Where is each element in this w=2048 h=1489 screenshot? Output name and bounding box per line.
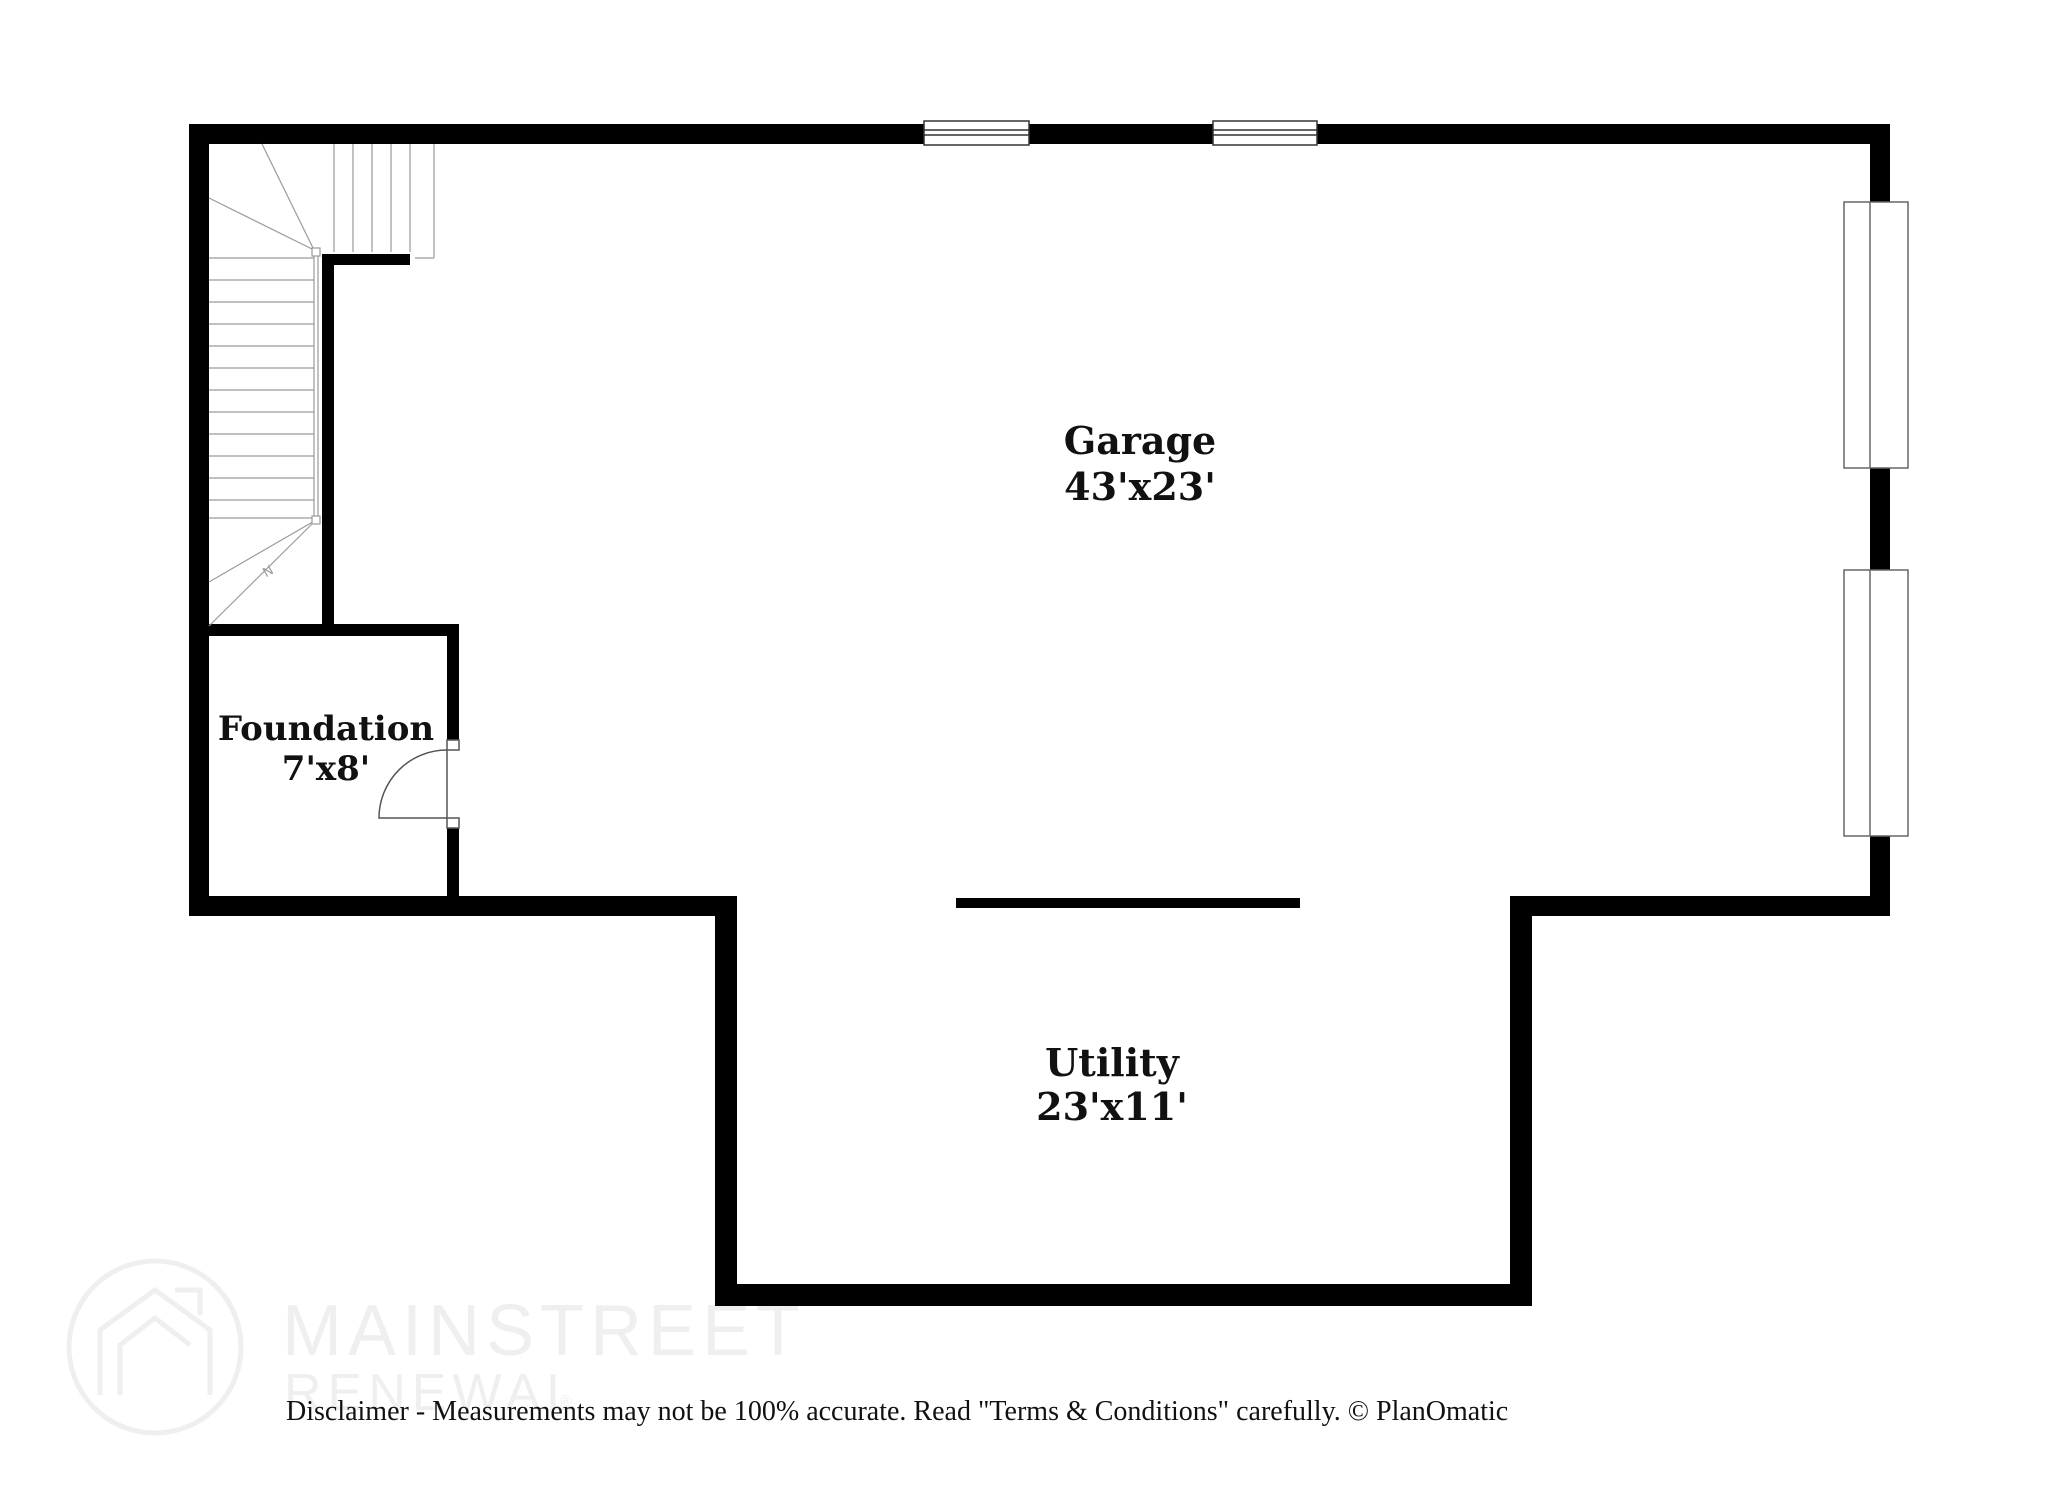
house-arrow-logo-icon — [66, 1258, 244, 1436]
watermark-line2: RENEWAL — [284, 1364, 581, 1422]
garage-door-lower — [1843, 569, 1909, 837]
walls — [189, 124, 1890, 1306]
foundation-name: Foundation — [218, 709, 434, 749]
registered-mark: ® — [560, 1393, 572, 1410]
foundation-door — [378, 739, 460, 829]
garage-name: Garage — [1064, 418, 1216, 463]
foundation-dimensions: 7'x8' — [282, 749, 370, 789]
disclaimer-text: Disclaimer - Measurements may not be 100… — [286, 1396, 1508, 1427]
utility-name: Utility — [1045, 1040, 1180, 1085]
garage-door-upper — [1843, 201, 1909, 469]
room-foundation: Foundation 7'x8' — [218, 709, 434, 789]
window-top-right — [1212, 120, 1318, 146]
window-top-left — [923, 120, 1030, 146]
watermark-line1: MAINSTREET — [282, 1291, 806, 1371]
garage-dimensions: 43'x23' — [1064, 464, 1216, 509]
stairs — [208, 143, 435, 627]
watermark: MAINSTREET RENEWAL ® — [66, 1258, 806, 1436]
room-garage: Garage 43'x23' — [1064, 418, 1216, 509]
utility-dimensions: 23'x11' — [1036, 1084, 1188, 1129]
room-utility: Utility 23'x11' — [1036, 1040, 1188, 1129]
stairs-direction-mark: N — [261, 563, 277, 581]
